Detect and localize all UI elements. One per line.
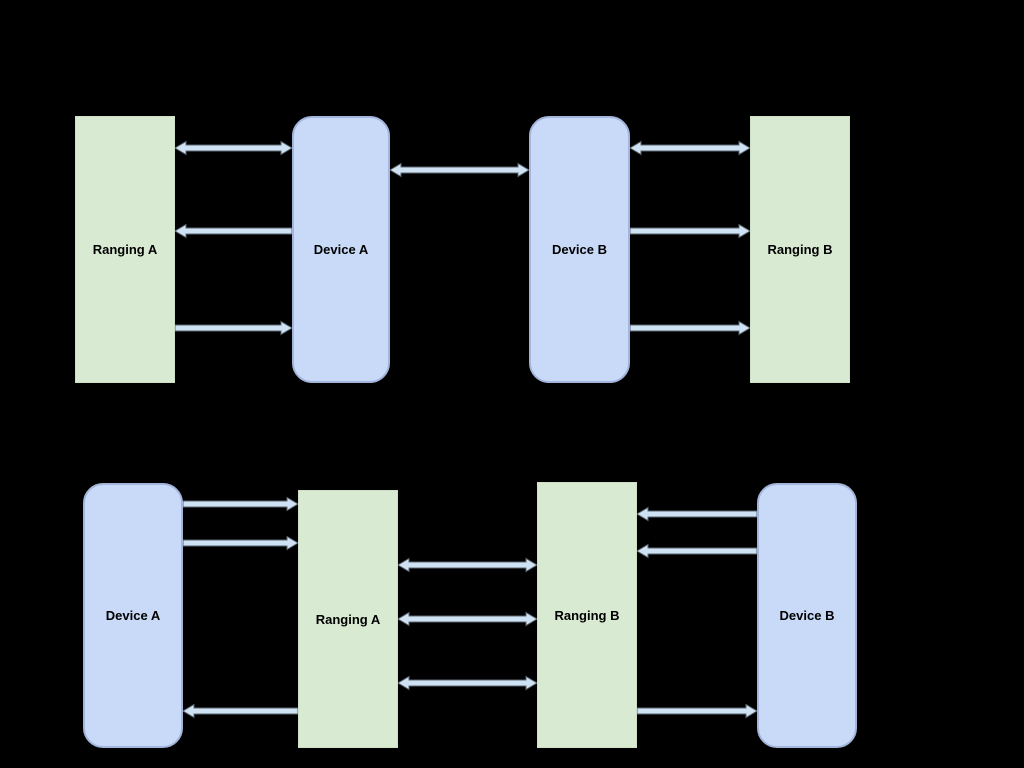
arrow-bottom-edge-9-ranging-b-to-device-b xyxy=(636,703,758,719)
node-bottom-device-b: Device B xyxy=(757,483,857,748)
top-device-a-label: Device A xyxy=(313,242,369,257)
top-ranging-a-label: Ranging A xyxy=(92,242,158,257)
arrow-bottom-edge-2-device-a-to-ranging-a xyxy=(182,535,299,551)
arrow-bottom-edge-7-device-b-to-ranging-b xyxy=(636,543,758,559)
node-top-ranging-b: Ranging B xyxy=(750,116,850,383)
arrow-top-edge-1-ranging-a-to-device-a xyxy=(174,140,293,156)
arrow-top-edge-6-device-b-to-ranging-b xyxy=(629,223,751,239)
arrow-bottom-edge-4-ranging-a-to-ranging-b xyxy=(397,611,538,627)
arrow-top-edge-2-device-a-to-device-b xyxy=(389,162,530,178)
node-bottom-device-a: Device A xyxy=(83,483,183,748)
node-bottom-ranging-a: Ranging A xyxy=(298,490,398,748)
bottom-ranging-a-label: Ranging A xyxy=(315,611,381,627)
top-ranging-b-label: Ranging B xyxy=(767,242,833,257)
arrow-top-edge-3-device-a-to-ranging-a xyxy=(174,223,293,239)
bottom-ranging-b-label: Ranging B xyxy=(554,607,620,623)
bottom-device-b-label: Device B xyxy=(779,608,835,623)
top-device-b-label: Device B xyxy=(552,242,607,257)
arrow-top-edge-7-device-b-to-ranging-b xyxy=(629,320,751,336)
arrow-top-edge-4-ranging-a-to-device-a xyxy=(174,320,293,336)
node-top-device-b: Device B xyxy=(529,116,630,383)
arrow-bottom-edge-3-ranging-a-to-ranging-b xyxy=(397,557,538,573)
node-bottom-ranging-b: Ranging B xyxy=(537,482,637,748)
arrow-bottom-edge-5-ranging-a-to-ranging-b xyxy=(397,675,538,691)
node-top-device-a: Device A xyxy=(292,116,390,383)
bottom-device-a-label: Device A xyxy=(105,608,161,623)
arrow-top-edge-5-device-b-to-ranging-b xyxy=(629,140,751,156)
arrow-bottom-edge-8-ranging-a-to-device-a xyxy=(182,703,299,719)
node-top-ranging-a: Ranging A xyxy=(75,116,175,383)
arrow-bottom-edge-6-device-b-to-ranging-b xyxy=(636,506,758,522)
arrow-bottom-edge-1-device-a-to-ranging-a xyxy=(182,496,299,512)
